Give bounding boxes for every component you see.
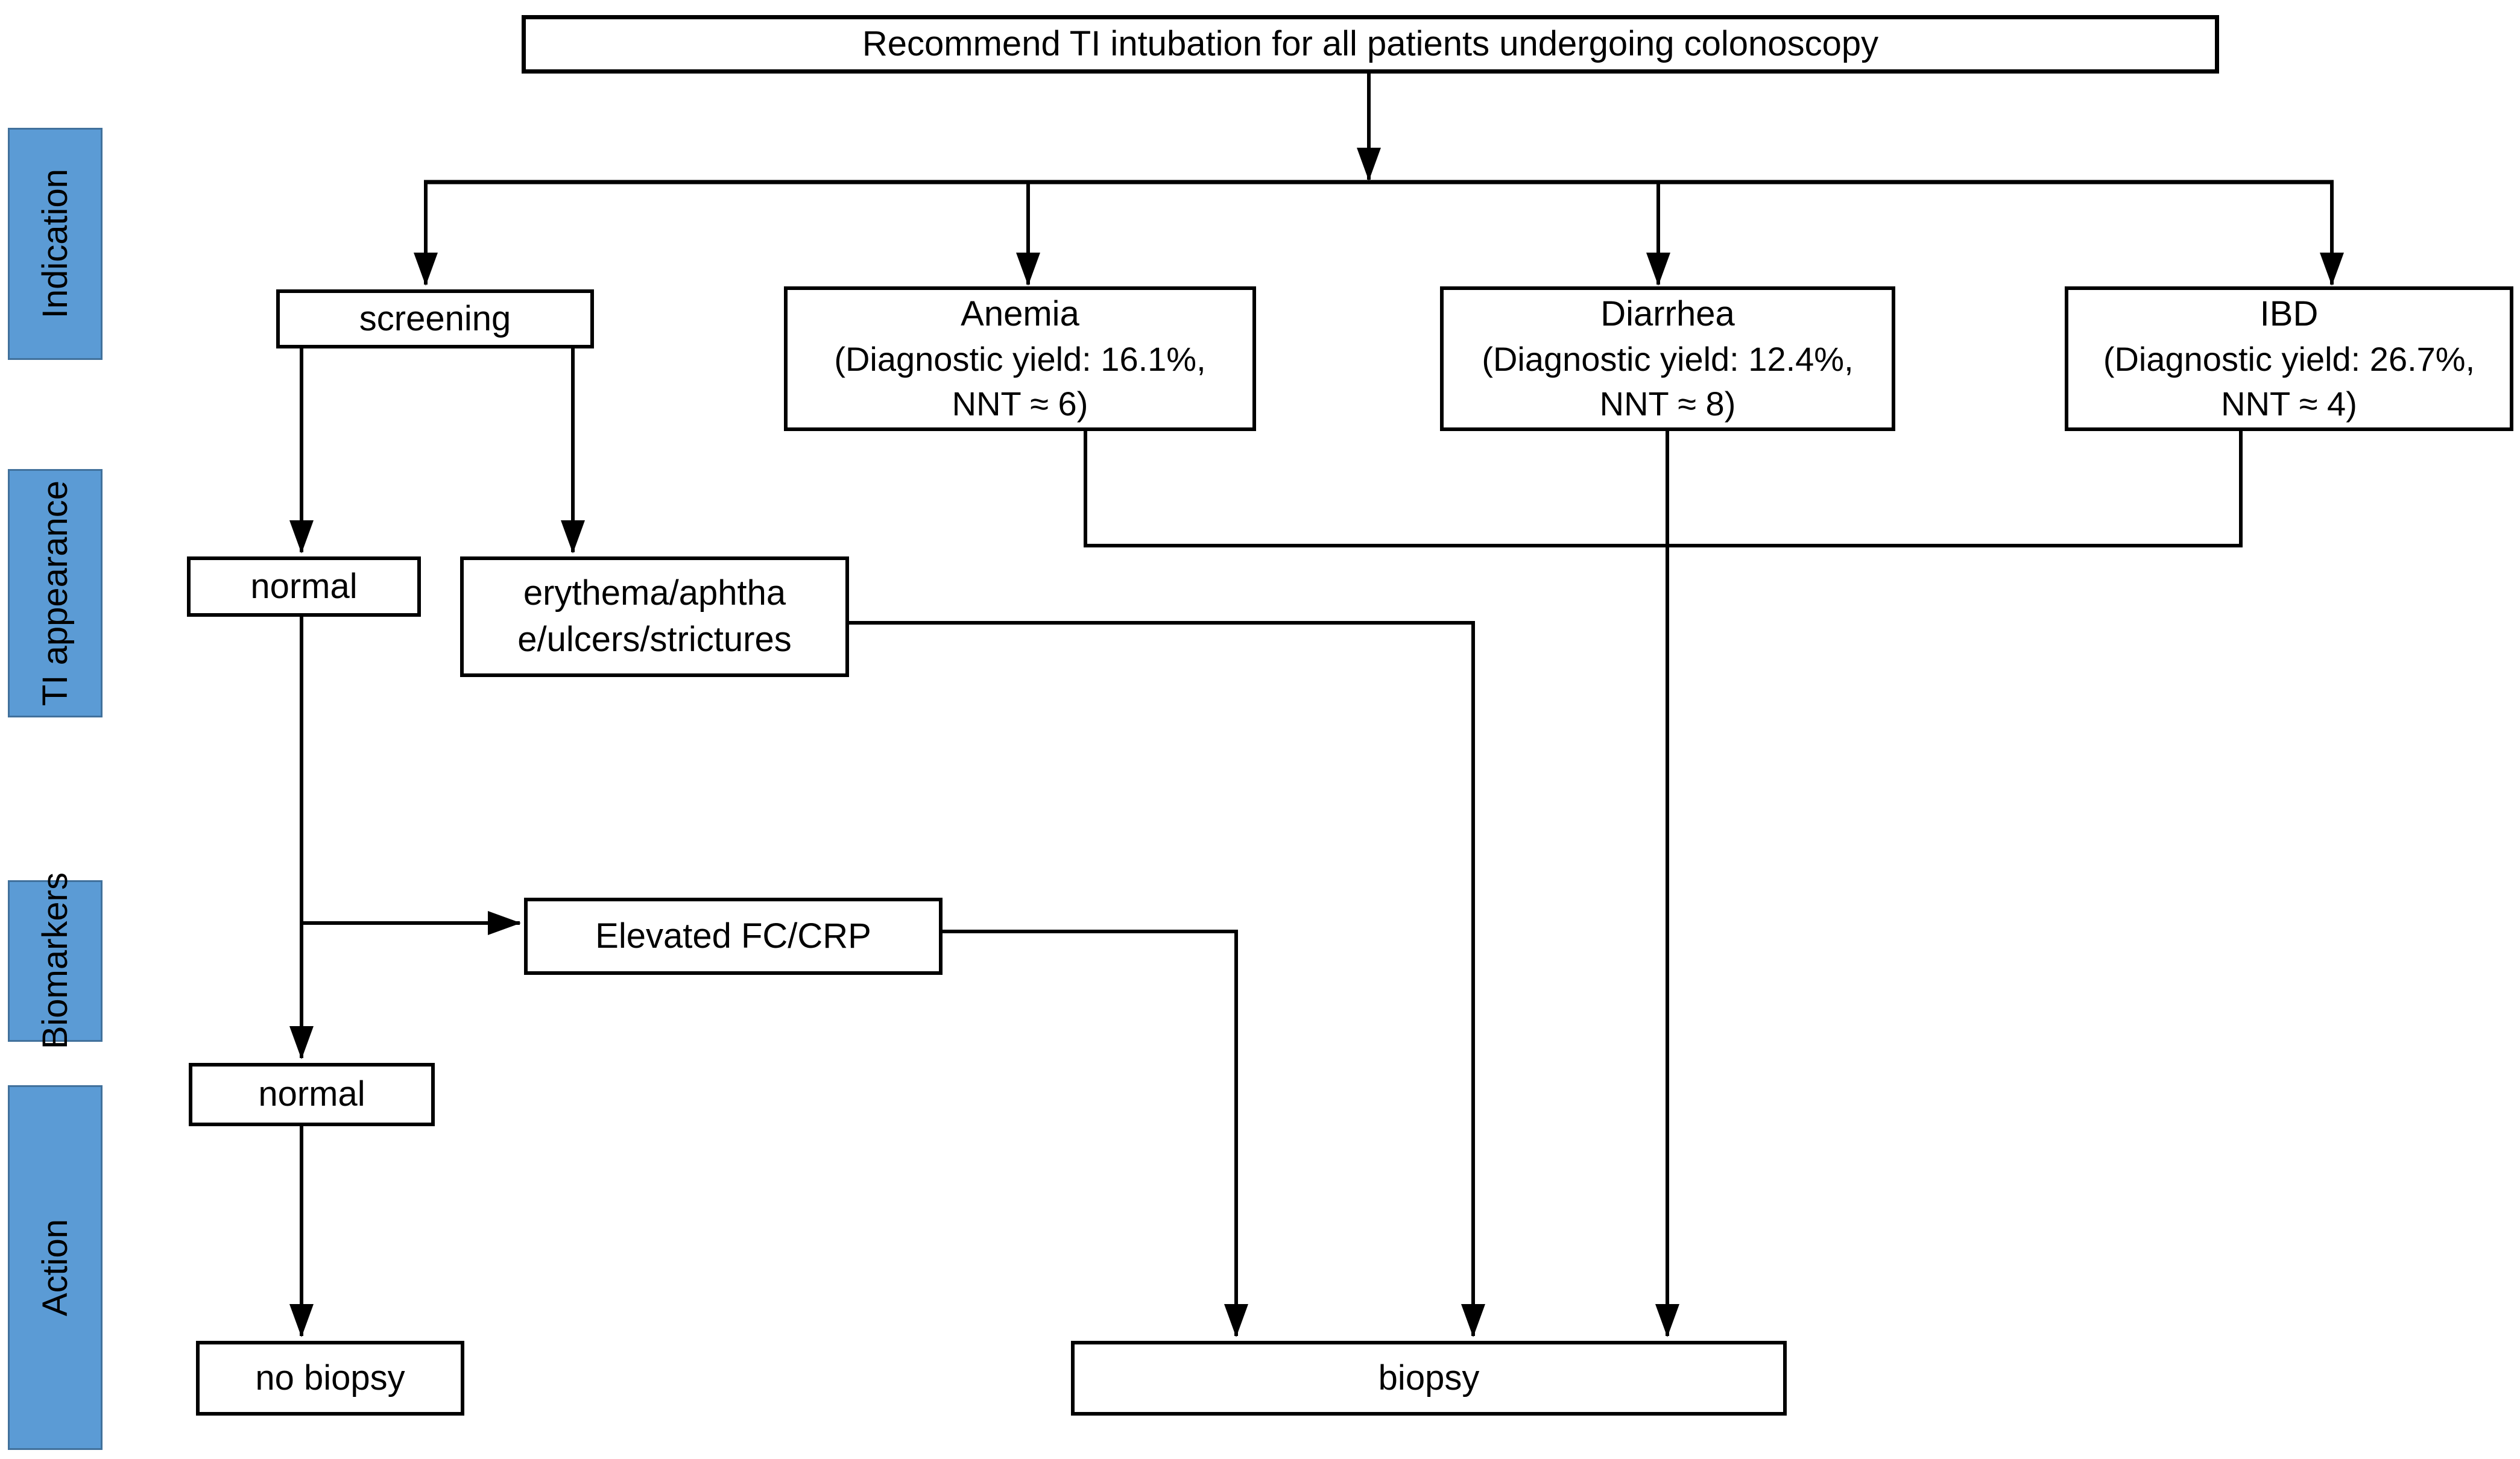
node-biomarker-normal: normal	[189, 1063, 435, 1126]
node-ibd: IBD (Diagnostic yield: 26.7%, NNT ≈ 4)	[2065, 286, 2513, 431]
edge-fccrp-to-biopsy	[943, 930, 1248, 1337]
edge-abnormal-to-biopsy	[849, 621, 1485, 1337]
node-biopsy-label: biopsy	[1378, 1358, 1480, 1398]
node-elevated-fc-crp: Elevated FC/CRP	[524, 898, 943, 975]
node-no-biopsy: no biopsy	[196, 1341, 464, 1416]
node-biopsy: biopsy	[1071, 1341, 1787, 1416]
node-ti-normal-label: normal	[250, 566, 358, 606]
row-label-action: Action	[8, 1085, 103, 1450]
row-label-indication-text: Indication	[36, 169, 75, 319]
row-label-action-text: Action	[36, 1218, 75, 1317]
node-ibd-title: IBD	[2259, 294, 2319, 333]
row-label-biomarkers: Biomarkers	[8, 872, 103, 1050]
node-ti-abnormal-line1: erythema/aphtha	[523, 573, 786, 613]
node-diarrhea-yield: (Diagnostic yield: 12.4%,	[1482, 340, 1854, 379]
node-biomarker-normal-label: normal	[258, 1074, 365, 1114]
node-anemia-nnt: NNT ≈ 6)	[952, 385, 1088, 423]
node-ibd-nnt: NNT ≈ 4)	[2221, 385, 2357, 423]
node-anemia-yield: (Diagnostic yield: 16.1%,	[834, 340, 1206, 379]
node-anemia-title: Anemia	[961, 294, 1079, 333]
row-label-ti-appearance-text: TI appearance	[36, 480, 75, 707]
node-diarrhea: Diarrhea (Diagnostic yield: 12.4%, NNT ≈…	[1440, 286, 1895, 431]
node-elevated-fc-crp-label: Elevated FC/CRP	[595, 916, 871, 956]
edge-anemia-ibd-merge	[1084, 431, 2243, 547]
node-ibd-yield: (Diagnostic yield: 26.7%,	[2103, 340, 2475, 379]
node-no-biopsy-label: no biopsy	[255, 1358, 405, 1398]
row-label-indication: Indication	[8, 128, 103, 360]
node-ti-abnormal-line2: e/ulcers/strictures	[517, 620, 792, 659]
node-diarrhea-nnt: NNT ≈ 8)	[1599, 385, 1736, 423]
node-diarrhea-title: Diarrhea	[1600, 294, 1735, 333]
node-anemia: Anemia (Diagnostic yield: 16.1%, NNT ≈ 6…	[784, 286, 1256, 431]
node-root-label: Recommend TI intubation for all patients…	[862, 24, 1879, 64]
node-root: Recommend TI intubation for all patients…	[522, 15, 2219, 74]
row-label-ti-appearance: TI appearance	[8, 469, 103, 717]
row-label-biomarkers-text: Biomarkers	[36, 872, 75, 1050]
node-screening: screening	[276, 289, 594, 348]
node-ti-abnormal: erythema/aphtha e/ulcers/strictures	[460, 556, 849, 677]
node-screening-label: screening	[359, 298, 511, 338]
node-ti-normal: normal	[187, 556, 421, 617]
